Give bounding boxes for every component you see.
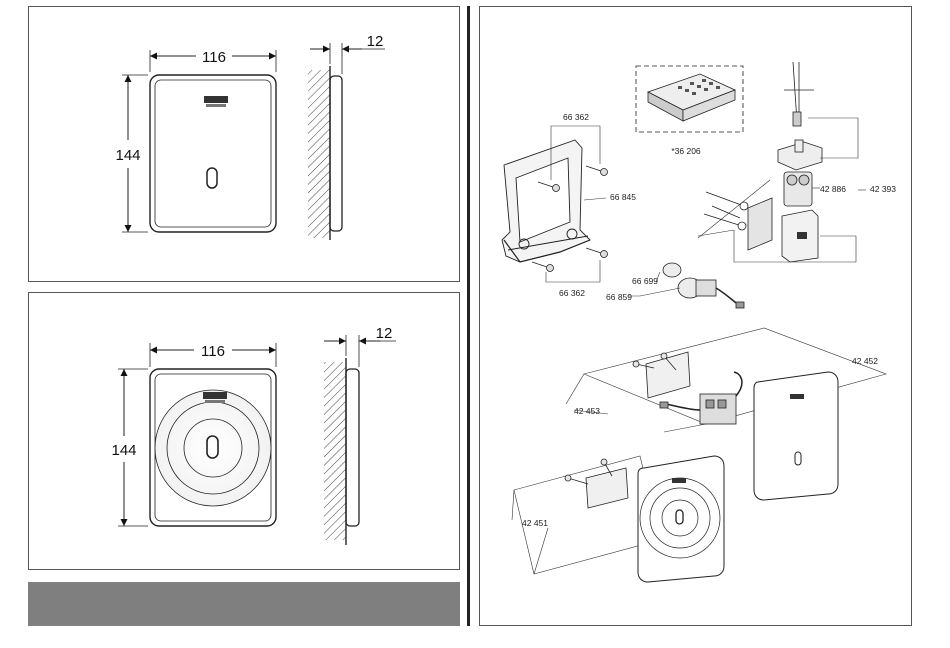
brand-logo-icon <box>204 96 228 103</box>
depth-dimension-label: 12 <box>376 325 393 342</box>
part-number-round-panel: 42 451 <box>522 518 548 528</box>
part-number-battery-set: 42 393 <box>870 184 896 194</box>
remote-control <box>636 66 743 132</box>
width-dimension-label: 116 <box>201 343 225 360</box>
part-number-valve: 66 859 <box>606 292 632 302</box>
round-panel-icon <box>638 456 724 582</box>
side-view-plate-top <box>308 43 385 240</box>
part-number-electronics-panel: 42 452 <box>852 356 878 366</box>
front-view-plate-bottom <box>118 343 276 526</box>
part-number-screws-top: 66 362 <box>563 112 589 122</box>
height-dimension-label: 144 <box>115 147 140 164</box>
wall-bracket <box>704 192 772 250</box>
width-dimension-label: 116 <box>202 49 226 66</box>
height-dimension-label: 144 <box>111 442 136 459</box>
solenoid-valve <box>663 263 744 308</box>
power-cable <box>784 62 814 126</box>
brand-logo-icon <box>203 392 227 399</box>
part-number-screws-bottom: 66 362 <box>559 288 585 298</box>
depth-dimension-label: 12 <box>367 33 384 50</box>
electronics-module <box>633 352 742 424</box>
battery-holder <box>778 140 822 262</box>
part-number-battery: 42 886 <box>820 184 846 194</box>
part-number-filter: 66 699 <box>632 276 658 286</box>
rectangular-panel-icon <box>754 372 838 500</box>
part-number-electronics-module: 42 453 <box>574 406 600 416</box>
front-view-plate-top <box>122 50 276 232</box>
round-panel-bracket <box>565 459 628 508</box>
part-number-remote: *36 206 <box>671 146 701 156</box>
mounting-frame <box>502 140 590 262</box>
part-number-frame: 66 845 <box>610 192 636 202</box>
side-view-plate-bottom <box>324 335 396 545</box>
